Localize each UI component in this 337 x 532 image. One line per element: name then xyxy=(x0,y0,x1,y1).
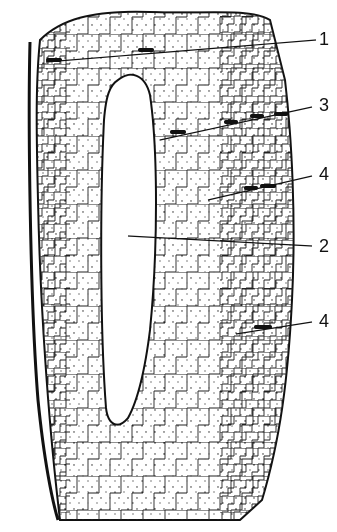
label-2: 2 xyxy=(319,237,329,255)
label-3: 3 xyxy=(319,96,329,114)
label-1: 1 xyxy=(319,30,329,48)
label-4-lower: 4 xyxy=(319,312,329,330)
label-4-upper: 4 xyxy=(319,165,329,183)
